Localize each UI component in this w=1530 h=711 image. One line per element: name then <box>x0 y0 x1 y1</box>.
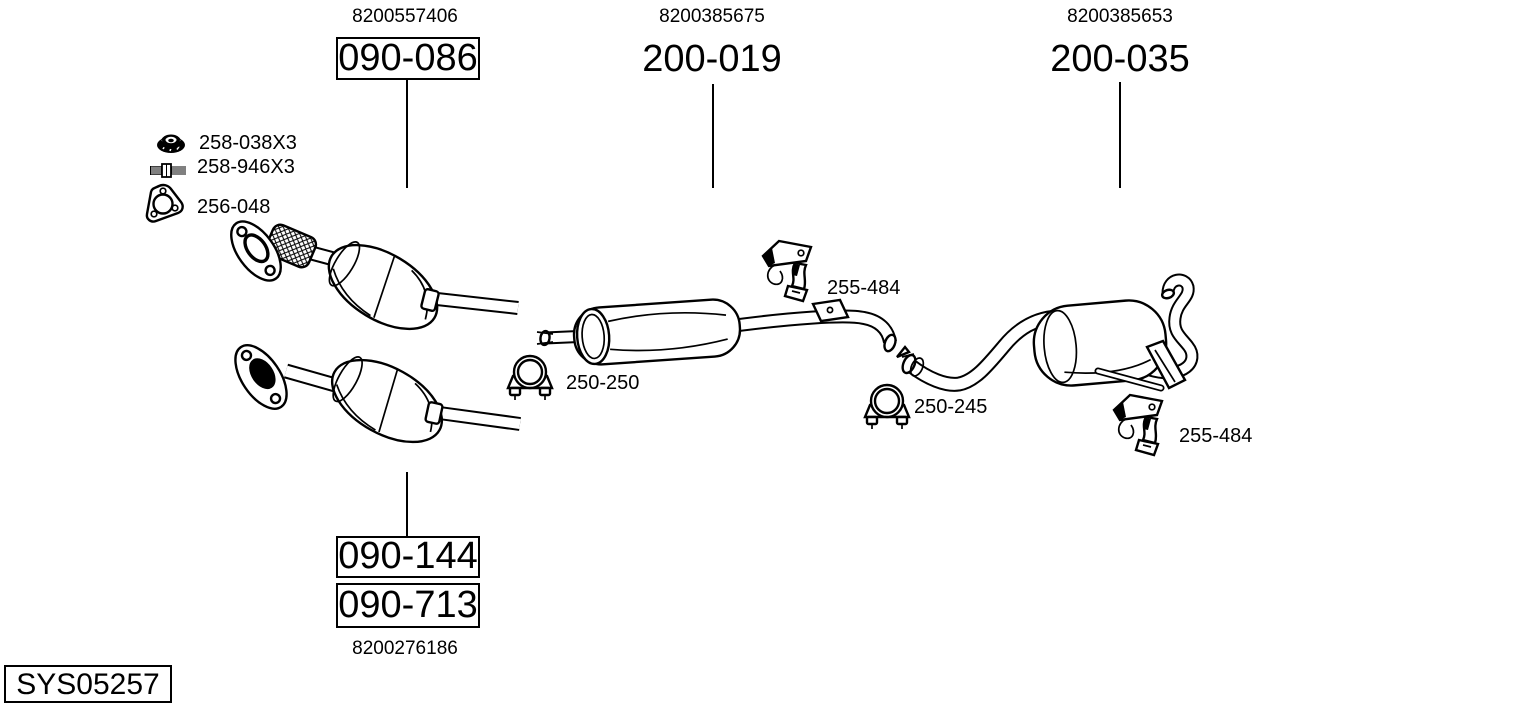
group-oe-number: 8200385675 <box>659 6 765 27</box>
pipe-clamp-icon <box>506 354 554 402</box>
catalyst-body <box>327 241 439 331</box>
center-muffler-assembly <box>536 298 897 366</box>
hardware-code: 258-946X3 <box>197 156 295 178</box>
stud-bolt-icon <box>150 163 186 178</box>
part-code-box: 090-086 <box>336 37 480 80</box>
rubber-hanger-icon <box>1112 393 1164 457</box>
rear-muffler-assembly <box>896 273 1199 392</box>
center-muffler <box>572 298 742 366</box>
part-code: 200-035 <box>1050 38 1190 80</box>
pipe-bracket <box>811 298 850 323</box>
catalyst-body <box>330 356 444 444</box>
catalytic-converter-lower <box>234 344 521 444</box>
catalytic-converter-upper <box>230 220 519 331</box>
nut-icon <box>157 134 185 153</box>
inlet-flange <box>230 220 282 282</box>
mounting-code: 255-484 <box>1179 425 1253 447</box>
rear-muffler <box>1032 299 1168 387</box>
mounting-code: 250-250 <box>566 372 640 394</box>
inlet-flange <box>234 344 288 410</box>
part-code-box: 090-713 <box>336 583 480 628</box>
mounting-code: 255-484 <box>827 277 901 299</box>
hardware-code: 258-038X3 <box>199 132 297 154</box>
hardware-code: 256-048 <box>197 196 271 218</box>
mounting-code: 250-245 <box>914 396 988 418</box>
gasket-icon <box>145 183 184 223</box>
group-oe-number: 8200385653 <box>1067 6 1173 27</box>
rubber-hanger-icon <box>761 239 813 303</box>
system-code-box: SYS05257 <box>4 665 172 703</box>
group-oe-number: 8200557406 <box>352 6 458 27</box>
part-code-box: 090-144 <box>336 535 480 578</box>
group-oe-number: 8200276186 <box>352 638 458 659</box>
part-code: 200-019 <box>642 38 782 80</box>
pipe-clamp-icon <box>863 383 911 431</box>
